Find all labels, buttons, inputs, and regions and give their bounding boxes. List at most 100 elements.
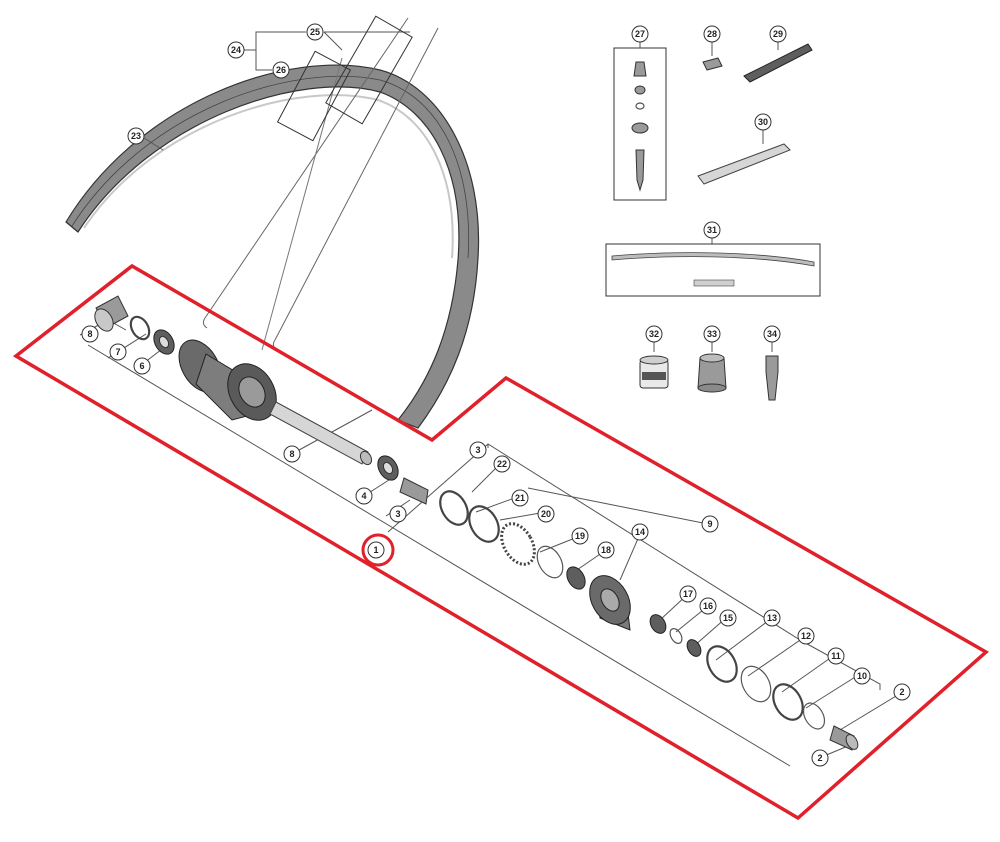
callout-9-label: 9 (707, 519, 712, 529)
callout-25-label: 25 (310, 27, 320, 37)
ring-21-icon (468, 505, 500, 543)
ring-11-icon (772, 683, 804, 721)
callout-26-label: 26 (276, 65, 286, 75)
callout-12-label: 12 (801, 631, 811, 641)
callout-4-label: 4 (361, 491, 366, 501)
callout-14-label: 14 (635, 527, 645, 537)
callout-21-label: 21 (515, 493, 525, 503)
callout-18 (597, 541, 615, 559)
rim-callouts: 23 24 25 26 (127, 15, 413, 151)
highlight-circle-callout-1 (361, 533, 395, 567)
ring-13-icon (706, 645, 738, 683)
seal-ring-icon (129, 315, 151, 341)
valve-stem-icon (635, 149, 645, 192)
callout-2-upper-label: 2 (899, 687, 904, 697)
callout-27 (631, 25, 649, 43)
callout-18-label: 18 (601, 545, 611, 555)
callout-3-lower (389, 505, 407, 523)
callout-4 (355, 487, 373, 505)
callout-8 (81, 325, 99, 343)
callout-23-label: 23 (131, 131, 141, 141)
rim-sticker-icon (611, 252, 815, 267)
freehub-body-icon (589, 575, 631, 631)
valve-oring-icon (635, 102, 645, 110)
callout-27-label: 27 (635, 29, 645, 39)
axle-adapter-icon (765, 355, 779, 401)
callout-3-upper (469, 441, 487, 459)
callout-20 (537, 505, 555, 523)
callout-17 (679, 585, 697, 603)
ring-19-icon (536, 545, 564, 579)
callout-1 (367, 541, 385, 559)
callout-30-label: 30 (758, 117, 768, 127)
callout-7-label: 7 (115, 347, 120, 357)
ring-10-icon (802, 702, 826, 730)
callout-32 (645, 325, 663, 343)
callout-22-label: 22 (497, 459, 507, 469)
callout-13 (763, 609, 781, 627)
highlight-outline (12, 263, 989, 821)
callout-16 (699, 597, 717, 615)
callout-17-label: 17 (683, 589, 693, 599)
callout-14 (631, 523, 649, 541)
bearing-15-icon (686, 639, 702, 657)
callout-15 (719, 609, 737, 627)
callout-21 (511, 489, 529, 507)
callout-31-label: 31 (707, 225, 717, 235)
callout-9 (701, 515, 719, 533)
valve-washer-icon (631, 122, 649, 134)
ring-12-icon (740, 665, 772, 703)
callout-6-label: 6 (139, 361, 144, 371)
callout-1-label: 1 (373, 545, 378, 555)
callout-19-label: 19 (575, 531, 585, 541)
callout-6 (133, 357, 151, 375)
hub-shell-icon (178, 339, 277, 421)
hub-assembly: 8 7 6 8 4 3 1 3 22 21 20 19 18 14 9 17 1… (79, 295, 911, 767)
callout-33-label: 33 (707, 329, 717, 339)
callout-31 (703, 221, 721, 239)
callout-11 (827, 647, 845, 665)
callout-28 (703, 25, 721, 43)
axle-icon (269, 401, 369, 465)
callout-8-axle (283, 445, 301, 463)
valve-nut-icon (634, 85, 646, 95)
callout-33 (703, 325, 721, 343)
callout-24 (227, 41, 245, 59)
callout-3-lower-label: 3 (395, 509, 400, 519)
callout-29 (769, 25, 787, 43)
spokes (202, 17, 439, 351)
callout-25 (306, 23, 324, 41)
callout-8-label: 8 (87, 329, 92, 339)
ring-16-icon (669, 628, 683, 644)
callout-2-lower-label: 2 (817, 753, 822, 763)
callout-24-label: 24 (231, 45, 241, 55)
callout-8-axle-label: 8 (289, 449, 294, 459)
callout-3-upper-label: 3 (475, 445, 480, 455)
spoke-nipple-icon (702, 57, 723, 71)
ratchet-ring-icon (500, 522, 536, 566)
callout-16-label: 16 (703, 601, 713, 611)
spoke-wrench-icon (743, 43, 813, 83)
callout-32-label: 32 (649, 329, 659, 339)
accessories: 27 28 29 30 31 32 (605, 25, 821, 401)
callout-11-label: 11 (831, 651, 841, 661)
callout-29-label: 29 (773, 29, 783, 39)
callout-19 (571, 527, 589, 545)
bearing-18-icon (566, 566, 586, 590)
callout-7 (109, 343, 127, 361)
rim (65, 64, 480, 429)
callout-15-label: 15 (723, 613, 733, 623)
callout-2-lower (811, 749, 829, 767)
bearing-17-icon (649, 614, 667, 634)
callout-12 (797, 627, 815, 645)
callout-30 (754, 113, 772, 131)
callout-10-label: 10 (857, 671, 867, 681)
rim-tape-icon (697, 143, 791, 185)
callout-28-label: 28 (707, 29, 717, 39)
callout-34-label: 34 (767, 329, 777, 339)
axle-spacer-icon (399, 477, 429, 505)
valve-cap-icon (633, 61, 647, 77)
callout-13-label: 13 (767, 613, 777, 623)
callout-2-upper (893, 683, 911, 701)
